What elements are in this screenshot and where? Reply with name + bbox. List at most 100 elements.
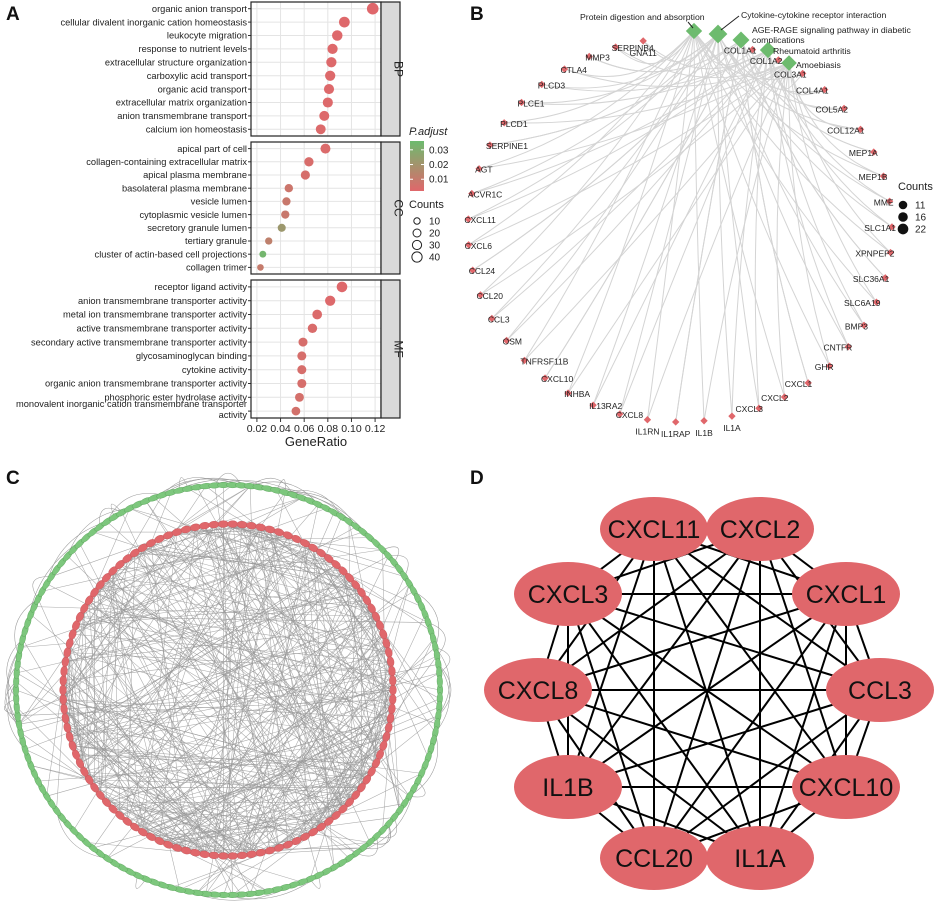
edge bbox=[376, 817, 398, 839]
gene-node-xpnpep2 bbox=[886, 248, 895, 257]
term-label: vesicle lumen bbox=[191, 197, 247, 207]
edge bbox=[287, 576, 405, 845]
facet-panel bbox=[251, 142, 381, 274]
dot-collagen-trimer bbox=[257, 264, 264, 271]
dot-extracellular-structure-organization bbox=[326, 57, 337, 68]
edge bbox=[46, 583, 381, 755]
edge bbox=[204, 516, 342, 855]
term-label: anion transmembrane transport bbox=[117, 111, 247, 121]
edge bbox=[386, 583, 410, 644]
term-label: response to nutrient levels bbox=[138, 44, 247, 54]
gene-node-cxcl8 bbox=[616, 410, 624, 418]
x-tick-label: 0.06 bbox=[294, 423, 315, 435]
edge bbox=[106, 801, 370, 843]
gene-label: COL5A2 bbox=[815, 104, 848, 114]
edge bbox=[413, 591, 439, 648]
panel-letter-c: C bbox=[6, 468, 20, 489]
gene-label: CCL20 bbox=[476, 291, 503, 301]
term-label: activity bbox=[219, 410, 248, 420]
inner-node bbox=[389, 684, 397, 696]
gene-node-il1a bbox=[728, 412, 736, 420]
node-label: CXCL8 bbox=[498, 677, 579, 705]
edge bbox=[776, 62, 790, 398]
dot-tertiary-granule bbox=[265, 237, 273, 245]
edge bbox=[112, 808, 329, 822]
edge bbox=[472, 39, 742, 271]
edge bbox=[73, 549, 233, 857]
facet-strip-label: CC bbox=[392, 199, 406, 217]
legend-label: 11 bbox=[915, 201, 926, 212]
inner-node bbox=[208, 520, 220, 529]
edge bbox=[537, 528, 761, 691]
edge bbox=[491, 49, 769, 319]
gene-label: BMP3 bbox=[845, 321, 868, 331]
edge bbox=[269, 771, 372, 851]
legend-title: P.adjust bbox=[409, 126, 448, 138]
pathway-label: Amoebiasis bbox=[796, 60, 842, 70]
facet-strip bbox=[380, 279, 401, 419]
edge bbox=[204, 527, 262, 855]
edge bbox=[349, 577, 429, 758]
pathway-label: AGE-RAGE signaling pathway in diabetic bbox=[752, 25, 912, 35]
edge bbox=[241, 577, 350, 856]
edge bbox=[592, 49, 769, 406]
dot-organic-anion-transport bbox=[366, 2, 379, 15]
gene-label: CTLA4 bbox=[560, 65, 587, 75]
edge bbox=[88, 600, 350, 859]
edge bbox=[84, 492, 286, 772]
gene-node-ccl24 bbox=[469, 266, 477, 274]
edge bbox=[65, 599, 367, 662]
x-tick-label: 0.12 bbox=[365, 423, 386, 435]
legend-size-circle bbox=[413, 217, 421, 225]
term-label: extracellular matrix organization bbox=[116, 98, 247, 108]
edge bbox=[312, 547, 350, 803]
term-label: active transmembrane transporter activit… bbox=[76, 324, 247, 334]
edge bbox=[16, 681, 224, 857]
dot-collagen-containing-extracellular-matrix bbox=[304, 157, 314, 167]
edge bbox=[675, 39, 742, 423]
edge bbox=[42, 535, 288, 592]
gene-label: COL4A1 bbox=[796, 86, 829, 96]
edge bbox=[693, 30, 877, 303]
gene-label: TNFRSF11B bbox=[520, 356, 568, 366]
edge bbox=[409, 732, 438, 797]
edge bbox=[106, 577, 372, 609]
legend-label: 0.02 bbox=[429, 160, 449, 171]
edge bbox=[567, 689, 881, 788]
edge bbox=[17, 699, 393, 716]
edge bbox=[69, 736, 322, 828]
edge bbox=[100, 794, 215, 856]
edge bbox=[435, 647, 450, 716]
term-label: calcium ion homeostasis bbox=[146, 125, 248, 135]
gene-label: CXCL6 bbox=[465, 241, 493, 251]
edge bbox=[99, 570, 114, 796]
edge bbox=[740, 39, 886, 279]
edge bbox=[69, 652, 389, 738]
edge bbox=[30, 765, 306, 838]
edge bbox=[468, 30, 695, 246]
gene-label: INHBA bbox=[564, 389, 590, 399]
edge bbox=[20, 547, 314, 648]
inner-node bbox=[199, 522, 210, 530]
inner-node-ring bbox=[59, 520, 397, 860]
edge bbox=[355, 583, 410, 796]
dot-extracellular-matrix-organization bbox=[322, 97, 333, 108]
node-ccl3 bbox=[826, 658, 934, 722]
edge bbox=[134, 736, 387, 828]
edge bbox=[18, 552, 136, 725]
edge bbox=[717, 33, 849, 347]
edge bbox=[342, 570, 432, 631]
edge bbox=[241, 555, 389, 856]
edge bbox=[731, 49, 769, 417]
facet-strip bbox=[380, 141, 401, 275]
node-cxcl10 bbox=[792, 755, 900, 819]
legend-size-circle bbox=[898, 200, 908, 210]
node-label: CXCL10 bbox=[799, 774, 894, 802]
dot-apical-plasma-membrane bbox=[300, 170, 310, 180]
gene-node-agt bbox=[475, 165, 483, 173]
edge bbox=[276, 479, 286, 493]
term-label: cellular divalent inorganic cation homeo… bbox=[60, 17, 247, 27]
edge bbox=[112, 570, 410, 797]
edge bbox=[69, 664, 439, 738]
